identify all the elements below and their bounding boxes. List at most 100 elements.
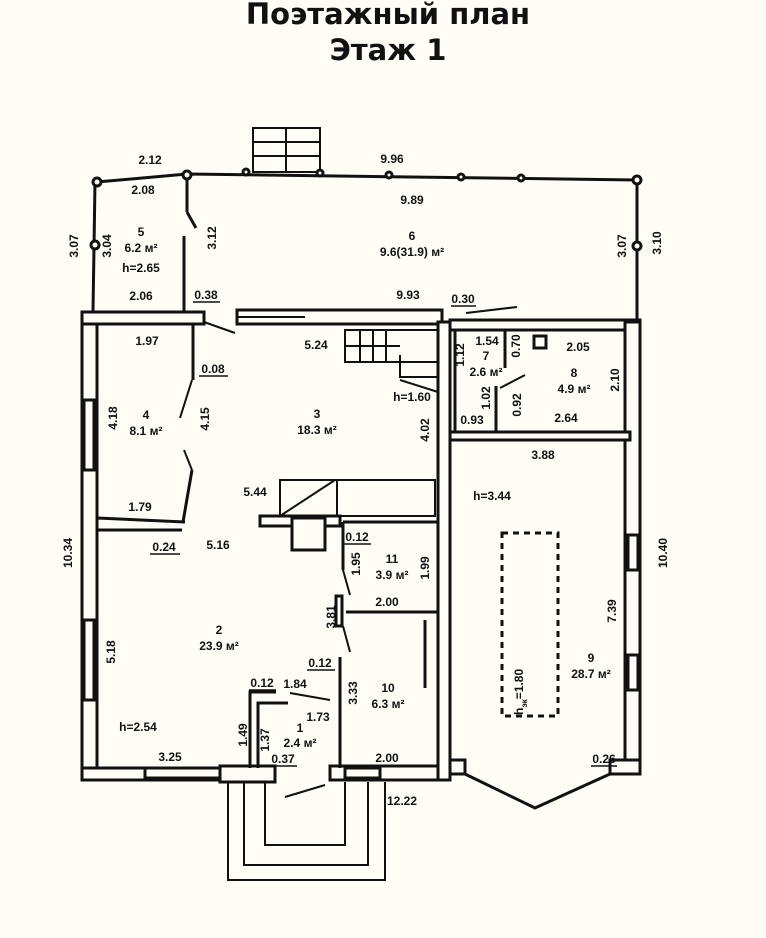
dimension: h=3.44 bbox=[473, 489, 511, 503]
room-area: 3.9 м² bbox=[376, 568, 409, 582]
dimension: 1.54 bbox=[475, 334, 499, 348]
room-1: 12.4 м² bbox=[284, 721, 317, 750]
pit-height-subscript: эк bbox=[520, 698, 529, 707]
room-area: 4.9 м² bbox=[558, 382, 591, 396]
dimension: 2.64 bbox=[554, 411, 578, 425]
dimension: 3.07 bbox=[67, 234, 81, 258]
dimension: 0.70 bbox=[509, 334, 523, 358]
dimension: 1.97 bbox=[135, 334, 159, 348]
dimension: 2.06 bbox=[129, 289, 153, 303]
dimension: 1.79 bbox=[128, 500, 152, 514]
dimension: 1.99 bbox=[418, 556, 432, 580]
dimension: 0.37 bbox=[271, 752, 295, 766]
room-number: 5 bbox=[138, 225, 145, 239]
room-11: 11 3.9 м² bbox=[376, 552, 409, 582]
room-number: 1 bbox=[297, 721, 304, 735]
dimension: 4.15 bbox=[198, 407, 212, 431]
room-number: 11 bbox=[386, 552, 399, 566]
dimension: 1.73 bbox=[306, 710, 330, 724]
dimension: 2.00 bbox=[375, 595, 399, 609]
dimension: 4.02 bbox=[418, 418, 432, 442]
dimension: 9.93 bbox=[396, 288, 420, 302]
dimension: 10.40 bbox=[656, 538, 670, 568]
room-number: 7 bbox=[483, 349, 490, 363]
dimension: 5.24 bbox=[304, 338, 328, 352]
room-number: 10 bbox=[381, 681, 395, 695]
garage-door bbox=[464, 772, 611, 810]
room-7: 7 2.6 м² bbox=[470, 349, 503, 379]
room-number: 3 bbox=[314, 407, 321, 421]
room-number: 9 bbox=[588, 651, 595, 665]
room-area: 2.4 м² bbox=[284, 736, 317, 750]
pit-height-label: hэк=1.80 bbox=[512, 669, 529, 715]
pit-height-h: h bbox=[512, 708, 526, 715]
dimension: h=1.60 bbox=[393, 390, 431, 404]
dimension: 9.89 bbox=[400, 193, 424, 207]
dimension: 12.22 bbox=[387, 794, 417, 808]
dimension: 3.12 bbox=[205, 226, 219, 250]
dimension: 1.49 bbox=[236, 723, 250, 747]
dimension: 3.10 bbox=[650, 231, 664, 255]
dimension: 0.08 bbox=[201, 362, 225, 376]
room-number: 4 bbox=[143, 408, 150, 422]
room-2: 2 23.9 м² bbox=[199, 623, 239, 653]
room-area: 18.3 м² bbox=[297, 423, 337, 437]
dimension: 3.07 bbox=[615, 234, 629, 258]
room-area: 23.9 м² bbox=[199, 639, 239, 653]
room-5: 5 6.2 м² h=2.65 bbox=[122, 225, 160, 275]
dimension: 0.30 bbox=[451, 292, 475, 306]
room-area: 6.3 м² bbox=[372, 697, 405, 711]
dimension: 5.44 bbox=[243, 485, 267, 499]
dimension: 2.10 bbox=[608, 368, 622, 392]
dimension: 2.05 bbox=[566, 340, 590, 354]
dimension: 2.08 bbox=[131, 183, 155, 197]
dimension-labels: 2.12 9.96 2.08 9.89 3.07 3.04 3.12 3.07 … bbox=[61, 152, 670, 808]
floor-label: Этаж 1 bbox=[330, 33, 447, 67]
dimension: 2.12 bbox=[138, 153, 162, 167]
room-4: 4 8.1 м² bbox=[130, 408, 163, 438]
room-6: 69.6(31.9) м² bbox=[380, 229, 444, 259]
inspection-pit bbox=[500, 531, 560, 718]
dimension: 3.88 bbox=[531, 448, 555, 462]
dimension: 0.38 bbox=[194, 288, 218, 302]
dimension: 1.02 bbox=[479, 386, 493, 410]
dimension: 9.96 bbox=[380, 152, 404, 166]
walls bbox=[80, 127, 643, 881]
dimension: 3.81 bbox=[324, 605, 338, 629]
dimension: 1.12 bbox=[453, 343, 467, 367]
room-area: 9.6(31.9) м² bbox=[380, 245, 444, 259]
dimension: 3.25 bbox=[158, 750, 182, 764]
dimension: 7.39 bbox=[605, 599, 619, 623]
room-height: h=2.65 bbox=[122, 261, 160, 275]
dimension: 1.84 bbox=[283, 677, 307, 691]
room-labels: 5 6.2 м² h=2.65 69.6(31.9) м² 4 8.1 м² 3 18.… bbox=[122, 225, 611, 750]
boiler-icon bbox=[532, 334, 548, 350]
dimension: 3.04 bbox=[100, 234, 114, 258]
room-10: 10 6.3 м² bbox=[372, 681, 405, 711]
dimension: 10.34 bbox=[61, 538, 75, 568]
dimension: 0.93 bbox=[460, 413, 484, 427]
dimension: 5.18 bbox=[104, 640, 118, 664]
dimension: 0.24 bbox=[152, 540, 176, 554]
stove-icon bbox=[290, 516, 327, 552]
dimension: 3.33 bbox=[346, 681, 360, 705]
dimension: 1.95 bbox=[349, 552, 363, 576]
room-number: 8 bbox=[571, 366, 578, 380]
room-number: 2 bbox=[216, 623, 223, 637]
dimension: 0.12 bbox=[308, 656, 332, 670]
room-area: 8.1 м² bbox=[130, 424, 163, 438]
pit-height-value: =1.80 bbox=[512, 669, 526, 700]
terrace-outline bbox=[96, 172, 639, 322]
dimension: 2.00 bbox=[375, 751, 399, 765]
dimension: 5.16 bbox=[206, 538, 230, 552]
dimension: 0.12 bbox=[345, 530, 369, 544]
room-area: 28.7 м² bbox=[571, 667, 611, 681]
dimension: 1.37 bbox=[258, 728, 272, 752]
dimension: 0.12 bbox=[250, 676, 274, 690]
room-area: 2.6 м² bbox=[470, 365, 503, 379]
room-8: 8 4.9 м² bbox=[558, 366, 591, 396]
room-9: 9 28.7 м² bbox=[571, 651, 611, 681]
svg-text:hэк=1.80: hэк=1.80 bbox=[512, 669, 529, 715]
room-area: 6.2 м² bbox=[125, 241, 158, 255]
